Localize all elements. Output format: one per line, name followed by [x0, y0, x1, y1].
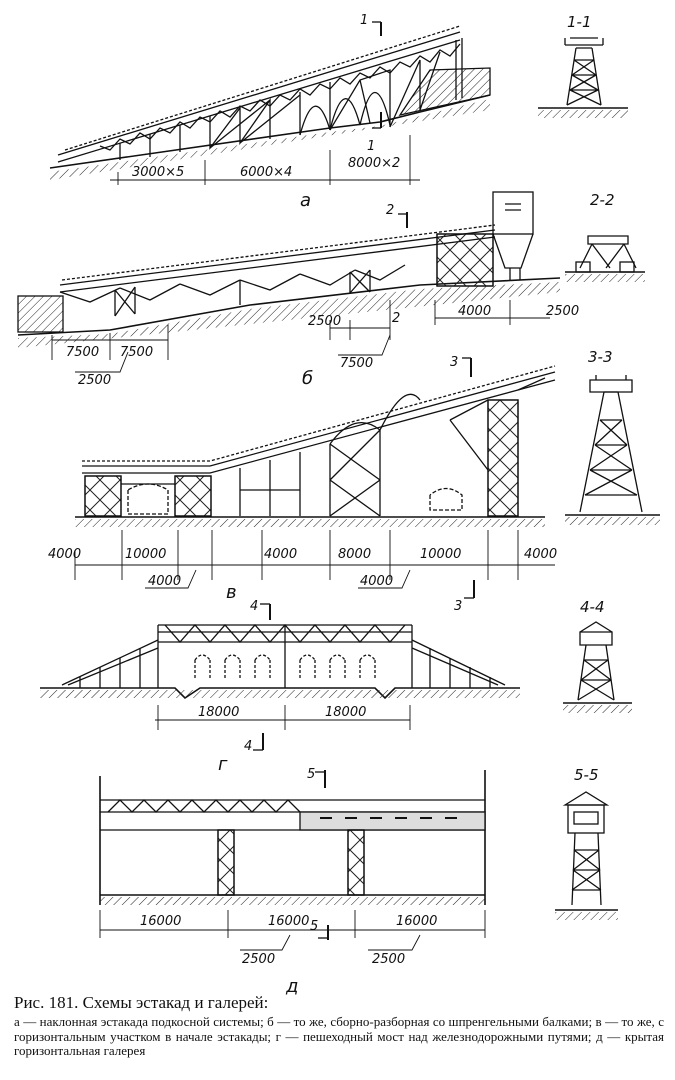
panel-g — [40, 603, 520, 751]
panel-a — [49, 21, 491, 185]
section-marker-label: 4 — [244, 739, 252, 754]
section-marker-label: 4 — [250, 599, 258, 614]
caption-title: Рис. 181. Схемы эстакад и галерей: — [14, 993, 269, 1012]
dimension-label: 2500 — [78, 373, 111, 388]
dimension-label: 4000 — [524, 547, 557, 562]
section-5-5-tower — [555, 791, 618, 920]
dimension-label: 3000×5 — [132, 165, 184, 180]
section-marker-label: 5 — [307, 767, 315, 782]
section-marker-label: 2 — [386, 203, 394, 218]
dimension-label: 2500 — [242, 952, 275, 967]
dimension-label: 7500 — [120, 345, 153, 360]
caption-text: а — наклонная эстакада подкосной системы… — [14, 1014, 664, 1058]
section-marker-label: 5 — [310, 919, 318, 934]
section-title: 5-5 — [574, 766, 599, 784]
dimension-label: 4000 — [264, 547, 297, 562]
dimension-label: 8000×2 — [348, 156, 400, 171]
dimension-label: 2500 — [308, 314, 341, 329]
section-3-3-tower — [565, 375, 660, 525]
panel-d — [99, 770, 486, 951]
section-marker-label: 1 — [367, 139, 375, 154]
section-title: 2-2 — [590, 191, 615, 209]
engineering-drawing: 1 1 1-1 3000×5 6000×4 8000×2 а 2 2 2-2 7… — [17, 13, 660, 997]
section-4-4-tower — [563, 621, 632, 713]
dimension-label: 4000 — [458, 304, 491, 319]
panel-letter: д — [285, 976, 298, 997]
panel-letter: б — [302, 368, 313, 389]
panel-letter: а — [300, 190, 311, 211]
dimension-label: 4000 — [148, 574, 181, 589]
dimension-label: 18000 — [325, 705, 366, 720]
panel-c — [74, 357, 556, 599]
section-1-1-tower — [538, 37, 628, 118]
figure-caption: Рис. 181. Схемы эстакад и галерей: а — н… — [14, 993, 664, 1059]
section-marker-label: 2 — [392, 311, 400, 326]
section-marker-label: 3 — [450, 355, 458, 370]
dimension-label: 10000 — [420, 547, 461, 562]
section-marker-label: 1 — [360, 13, 368, 28]
section-2-2 — [565, 235, 645, 282]
dimension-label: 8000 — [338, 547, 371, 562]
dimension-label: 7500 — [340, 356, 373, 371]
section-title: 3-3 — [588, 348, 613, 366]
dimension-label: 4000 — [48, 547, 81, 562]
dimension-label: 2500 — [546, 304, 579, 319]
dimension-label: 16000 — [140, 914, 181, 929]
panel-letter: г — [218, 754, 228, 775]
panel-letter: в — [226, 582, 237, 603]
dimension-label: 7500 — [66, 345, 99, 360]
dimension-label: 4000 — [360, 574, 393, 589]
dimension-label: 10000 — [125, 547, 166, 562]
panel-b — [17, 191, 561, 373]
labels: 1 1 1-1 3000×5 6000×4 8000×2 а 2 2 2-2 7… — [48, 13, 615, 997]
section-title: 4-4 — [580, 598, 605, 616]
section-marker-label: 3 — [454, 599, 462, 614]
dimension-label: 16000 — [396, 914, 437, 929]
dimension-label: 18000 — [198, 705, 239, 720]
dimension-label: 2500 — [372, 952, 405, 967]
dimension-label: 6000×4 — [240, 165, 292, 180]
dimension-label: 16000 — [268, 914, 309, 929]
section-title: 1-1 — [567, 13, 592, 31]
